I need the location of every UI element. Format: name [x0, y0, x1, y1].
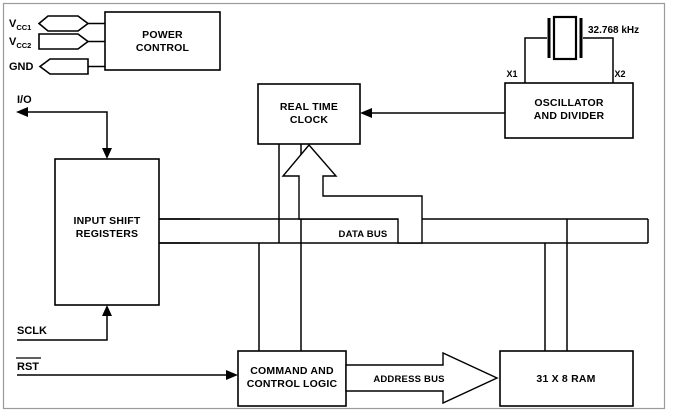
block-command-control-logic: [237, 350, 347, 407]
pin-label-rst: RST: [17, 361, 39, 373]
crystal-frequency-label: 32.768 kHz: [588, 25, 639, 36]
pin-label-gnd: GND: [9, 61, 34, 73]
block-isr-label-2: REGISTERS: [76, 228, 138, 240]
block-rtc-label-2: CLOCK: [290, 114, 329, 126]
pin-shape-vcc2: [38, 33, 90, 50]
block-ram: [499, 350, 634, 407]
address-bus-label-backdrop: [366, 369, 452, 387]
block-oscillator-divider: [504, 82, 634, 139]
block-isr-label-1: INPUT SHIFT: [74, 215, 141, 227]
block-ccl-label-2: CONTROL LOGIC: [247, 378, 338, 390]
block-osc-label-1: OSCILLATOR: [534, 97, 603, 109]
pin-label-sclk: SCLK: [17, 325, 47, 337]
wire-io: [26, 111, 108, 152]
pin-label-io: I/O: [17, 94, 32, 106]
address-bus-label: ADDRESS BUS: [373, 374, 444, 385]
pin-shape-gnd: [38, 58, 89, 75]
block-real-time-clock: [257, 83, 361, 145]
arrowhead-rst-into-ccl: [226, 370, 238, 380]
block-rtc-label-1: REAL TIME: [280, 101, 338, 113]
wire-x2-crystal: [583, 37, 614, 83]
pin-label-x2: X2: [614, 69, 625, 79]
block-power-control-label-2: CONTROL: [136, 42, 190, 54]
wire-x1-crystal: [524, 37, 547, 83]
arrowhead-osc-to-rtc: [360, 108, 372, 118]
arrowhead-io-out: [16, 107, 28, 117]
crystal-body: [552, 15, 578, 61]
data-bus-label-front: DATA BUS: [339, 229, 388, 240]
wire-sclk: [17, 312, 108, 341]
data-bus-label-backdrop: [325, 221, 401, 241]
block-osc-label-2: AND DIVIDER: [534, 110, 605, 122]
block-power-control: [104, 11, 221, 71]
arrowhead-sclk-into-isr: [102, 305, 112, 316]
arrowhead-io-into-isr: [102, 148, 112, 159]
pin-label-x1: X1: [506, 69, 517, 79]
pin-shape-vcc1: [37, 15, 90, 32]
diagram-frame: [2, 2, 666, 410]
block-ram-label: 31 X 8 RAM: [536, 373, 595, 385]
block-ccl-label-1: COMMAND AND: [250, 365, 334, 377]
block-power-control-label-1: POWER: [142, 29, 183, 41]
pin-label-vcc2: VCC2: [9, 36, 31, 50]
bus-arrow-into-rtc: [281, 143, 423, 244]
pin-label-vcc1: VCC1: [9, 18, 31, 32]
